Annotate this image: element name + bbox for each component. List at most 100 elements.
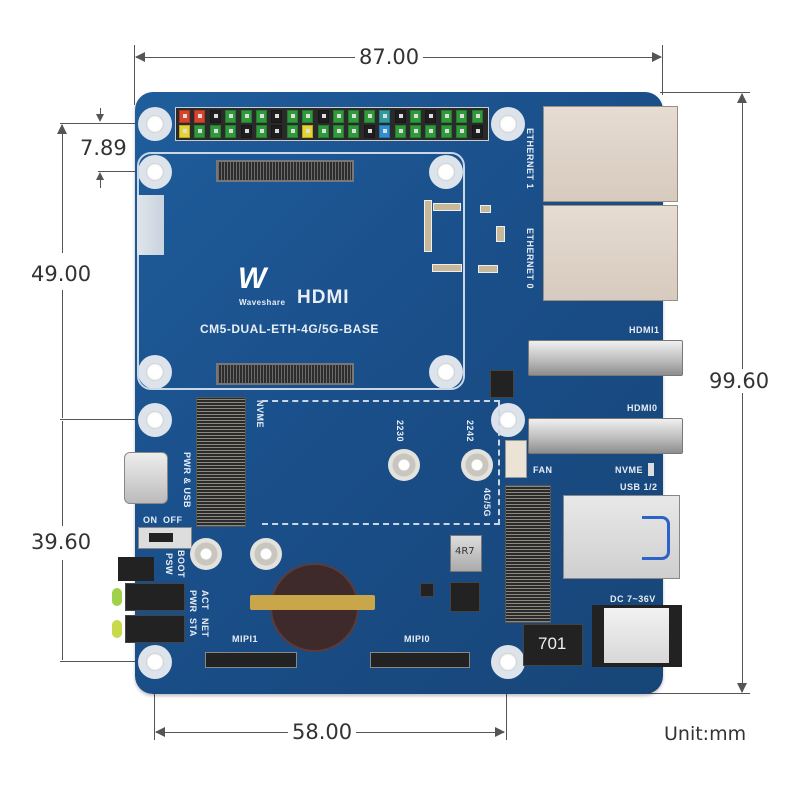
arrow-up-icon <box>96 172 104 180</box>
gpio-pin <box>379 125 391 138</box>
gpio-pin <box>348 125 360 138</box>
silkscreen-pad <box>137 195 164 255</box>
usb-c-port[interactable] <box>124 452 168 504</box>
smd-components <box>480 205 491 213</box>
m2-length-guide <box>262 400 500 525</box>
dc-jack[interactable] <box>592 605 682 667</box>
mipi0-connector[interactable] <box>370 652 470 668</box>
arrow-right-icon <box>495 727 505 737</box>
dc-jack-body <box>604 608 669 663</box>
net-label: NET <box>200 618 210 638</box>
mounting-hole <box>138 645 172 679</box>
dimension-label-height: 99.60 <box>705 369 774 393</box>
ethernet0-label: ETHERNET 0 <box>525 228 535 290</box>
pwr-label: PWR <box>188 590 198 613</box>
mounting-hole <box>491 107 525 141</box>
dimension-label-width: 87.00 <box>355 45 424 69</box>
jumper-header[interactable] <box>490 370 514 398</box>
battery-clip <box>250 595 375 610</box>
gpio-pin <box>179 110 190 123</box>
gpio-pin <box>410 125 421 138</box>
hdmi-logo: HDMI <box>297 287 350 308</box>
brand-name: Waveshare <box>239 298 286 307</box>
switch-off-label: OFF <box>163 515 183 525</box>
nvme-led-label: NVME <box>615 465 644 475</box>
gpio-pin <box>240 110 252 123</box>
gpio-pin <box>394 125 406 138</box>
gpio-pin <box>333 110 344 123</box>
ic-chip <box>450 582 480 612</box>
ethernet-port-1[interactable] <box>543 106 678 202</box>
mipi1-connector[interactable] <box>205 652 297 668</box>
ethernet-port-0[interactable] <box>543 205 678 301</box>
inductor-label: 4R7 <box>455 546 475 557</box>
mounting-hole <box>429 155 463 189</box>
extension-line <box>60 419 148 420</box>
arrow-right-icon <box>652 52 662 62</box>
gpio-pin <box>456 125 468 138</box>
cm5-connector-bottom <box>216 363 354 385</box>
hdmi-port-1[interactable] <box>528 340 683 376</box>
mipi0-label: MIPI0 <box>404 634 431 644</box>
boot-button[interactable] <box>118 557 154 581</box>
pwr-usb-label: PWR & USB <box>182 452 192 508</box>
m2-standoff-2230 <box>388 449 420 481</box>
nvme-slot-label: NVME <box>255 400 265 429</box>
gpio-pin <box>471 125 483 138</box>
mounting-hole <box>491 645 525 679</box>
gpio-pin <box>394 110 406 123</box>
smd-components <box>433 203 461 211</box>
gpio-pin <box>333 125 344 138</box>
dimension-line <box>62 125 63 253</box>
waveshare-logo-icon: W <box>238 262 267 295</box>
extension-line <box>610 693 750 694</box>
led-holder <box>125 583 185 611</box>
power-switch[interactable] <box>138 527 192 549</box>
extension-line <box>98 171 148 172</box>
smd-components <box>424 200 432 252</box>
hdmi1-label: HDMI1 <box>629 325 660 335</box>
psw-label: PSW <box>164 553 174 576</box>
arrow-up-icon <box>57 124 67 134</box>
extension-line <box>134 45 135 105</box>
4g5g-m2-slot[interactable] <box>505 485 551 623</box>
unit-label: Unit:mm <box>660 722 751 746</box>
gpio-pin <box>286 125 298 138</box>
arrow-left-icon <box>135 52 145 62</box>
usb-port[interactable] <box>563 495 680 579</box>
fan-connector[interactable] <box>505 440 527 478</box>
extension-line <box>662 45 663 95</box>
dimension-line <box>742 94 743 692</box>
gpio-pin <box>194 110 206 123</box>
gpio-pin <box>379 110 391 123</box>
transistor <box>420 583 434 597</box>
gpio-pin <box>317 110 329 123</box>
boot-label: BOOT <box>176 550 186 578</box>
extension-line <box>506 665 507 740</box>
standoff <box>190 538 222 570</box>
smd-components <box>478 265 498 273</box>
gpio-pin <box>471 110 483 123</box>
act-label: ACT <box>200 590 210 610</box>
nvme-m2-slot[interactable] <box>196 397 246 527</box>
standoff <box>250 538 282 570</box>
gpio-pin <box>425 125 437 138</box>
gpio-pin <box>225 125 237 138</box>
hdmi-port-0[interactable] <box>528 418 683 454</box>
gpio-pin <box>317 125 329 138</box>
gpio-pin <box>363 110 375 123</box>
gpio-header[interactable] <box>175 107 489 141</box>
gpio-pin <box>440 125 452 138</box>
gpio-pin <box>179 125 190 138</box>
ethernet1-label: ETHERNET 1 <box>525 128 535 190</box>
gpio-pin <box>302 125 314 138</box>
gpio-pin <box>302 110 314 123</box>
gpio-pin <box>286 110 298 123</box>
gpio-pin <box>440 110 452 123</box>
mounting-hole <box>491 403 525 437</box>
gpio-pin <box>363 125 375 138</box>
hdmi0-label: HDMI0 <box>627 403 658 413</box>
board-model-label: CM5-DUAL-ETH-4G/5G-BASE <box>200 322 379 336</box>
dimension-line <box>62 290 63 418</box>
led-pwr-sta <box>112 620 122 638</box>
